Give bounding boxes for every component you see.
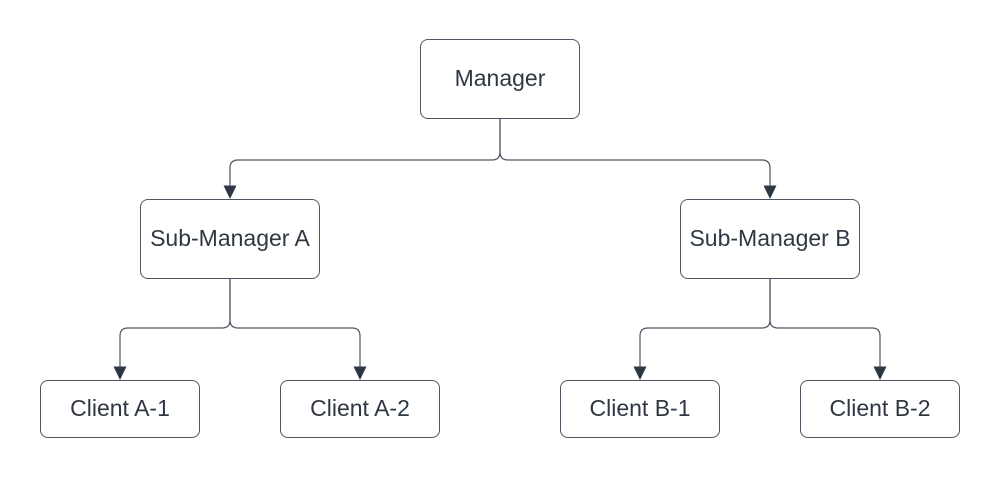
connector-sub-manager-b-to-client-b-1 <box>633 279 771 380</box>
node-sub-manager-b[interactable]: Sub-Manager B <box>680 199 860 279</box>
node-client-b-1[interactable]: Client B-1 <box>560 380 720 438</box>
node-sub-manager-b-label: Sub-Manager B <box>689 225 851 252</box>
node-manager-label: Manager <box>454 65 546 92</box>
node-client-a-2-label: Client A-2 <box>310 395 410 422</box>
connector-manager-to-sub-manager-b <box>499 119 777 199</box>
arrowhead-icon <box>113 366 127 380</box>
node-client-a-1[interactable]: Client A-1 <box>40 380 200 438</box>
node-sub-manager-a-label: Sub-Manager A <box>150 225 310 252</box>
node-client-a-2[interactable]: Client A-2 <box>280 380 440 438</box>
node-client-b-1-label: Client B-1 <box>589 395 691 422</box>
arrowhead-icon <box>353 366 367 380</box>
node-sub-manager-a[interactable]: Sub-Manager A <box>140 199 320 279</box>
connector-sub-manager-a-to-client-a-2 <box>229 279 367 380</box>
node-manager[interactable]: Manager <box>420 39 580 119</box>
arrowhead-icon <box>873 366 887 380</box>
node-client-b-2[interactable]: Client B-2 <box>800 380 960 438</box>
connector-sub-manager-b-to-client-b-2 <box>769 279 887 380</box>
connector-manager-to-sub-manager-a <box>223 119 501 199</box>
connector-sub-manager-a-to-client-a-1 <box>113 279 231 380</box>
node-client-b-2-label: Client B-2 <box>829 395 931 422</box>
arrowhead-icon <box>633 366 647 380</box>
arrowhead-icon <box>763 185 777 199</box>
node-client-a-1-label: Client A-1 <box>70 395 170 422</box>
arrowhead-icon <box>223 185 237 199</box>
